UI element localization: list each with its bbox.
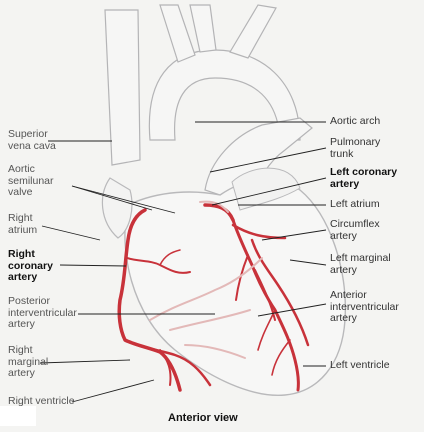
circumflex-vessel <box>231 223 287 240</box>
label-left-coronary-artery: Left coronary artery <box>330 166 398 190</box>
carotid-branch <box>189 4 217 53</box>
posterior-arteries-faint <box>149 200 263 359</box>
subclavian-branch <box>229 4 277 59</box>
heart-outline <box>124 178 347 396</box>
diagonal-branch-1 <box>254 269 276 321</box>
left-marginal-vessel <box>250 238 310 347</box>
label-anterior-interventricular-artery: Anterior interventricular artery <box>330 289 399 324</box>
label-right-marginal-artery: Right marginal artery <box>8 344 49 379</box>
label-right-coronary-artery: Right coronary artery <box>8 248 53 283</box>
label-pulmonary-trunk: Pulmonary trunk <box>330 136 381 160</box>
label-posterior-interventricular-artery: Posterior interventricular artery <box>8 295 77 330</box>
label-aortic-semilunar-valve: Aortic semilunar valve <box>8 163 54 198</box>
label-right-atrium: Right atrium <box>8 212 38 236</box>
brachiocephalic-branch <box>159 4 196 63</box>
left-atrium-shape <box>231 167 301 211</box>
label-left-marginal-artery: Left marginal artery <box>330 252 391 276</box>
label-superior-vena-cava: Superior vena cava <box>8 128 56 152</box>
figure-caption: Anterior view <box>168 412 238 424</box>
diagonal-branch-4 <box>271 339 291 376</box>
leader-lines <box>39 121 327 403</box>
right-marginal-vessel <box>123 338 212 387</box>
superior-vena-cava-shape <box>104 9 141 166</box>
coronary-arteries <box>117 203 310 392</box>
right-marginal-branch <box>159 349 172 386</box>
blank-patch <box>0 406 36 426</box>
label-aortic-arch: Aortic arch <box>330 115 381 127</box>
label-circumflex-artery: Circumflex artery <box>330 218 380 242</box>
label-left-atrium: Left atrium <box>330 198 380 210</box>
label-right-ventricle: Right ventricle <box>8 395 75 407</box>
left-coronary-artery-vessel <box>203 203 235 222</box>
right-coronary-branch-2 <box>159 249 181 266</box>
diagonal-branch-2 <box>235 254 249 301</box>
label-left-ventricle: Left ventricle <box>330 359 390 371</box>
